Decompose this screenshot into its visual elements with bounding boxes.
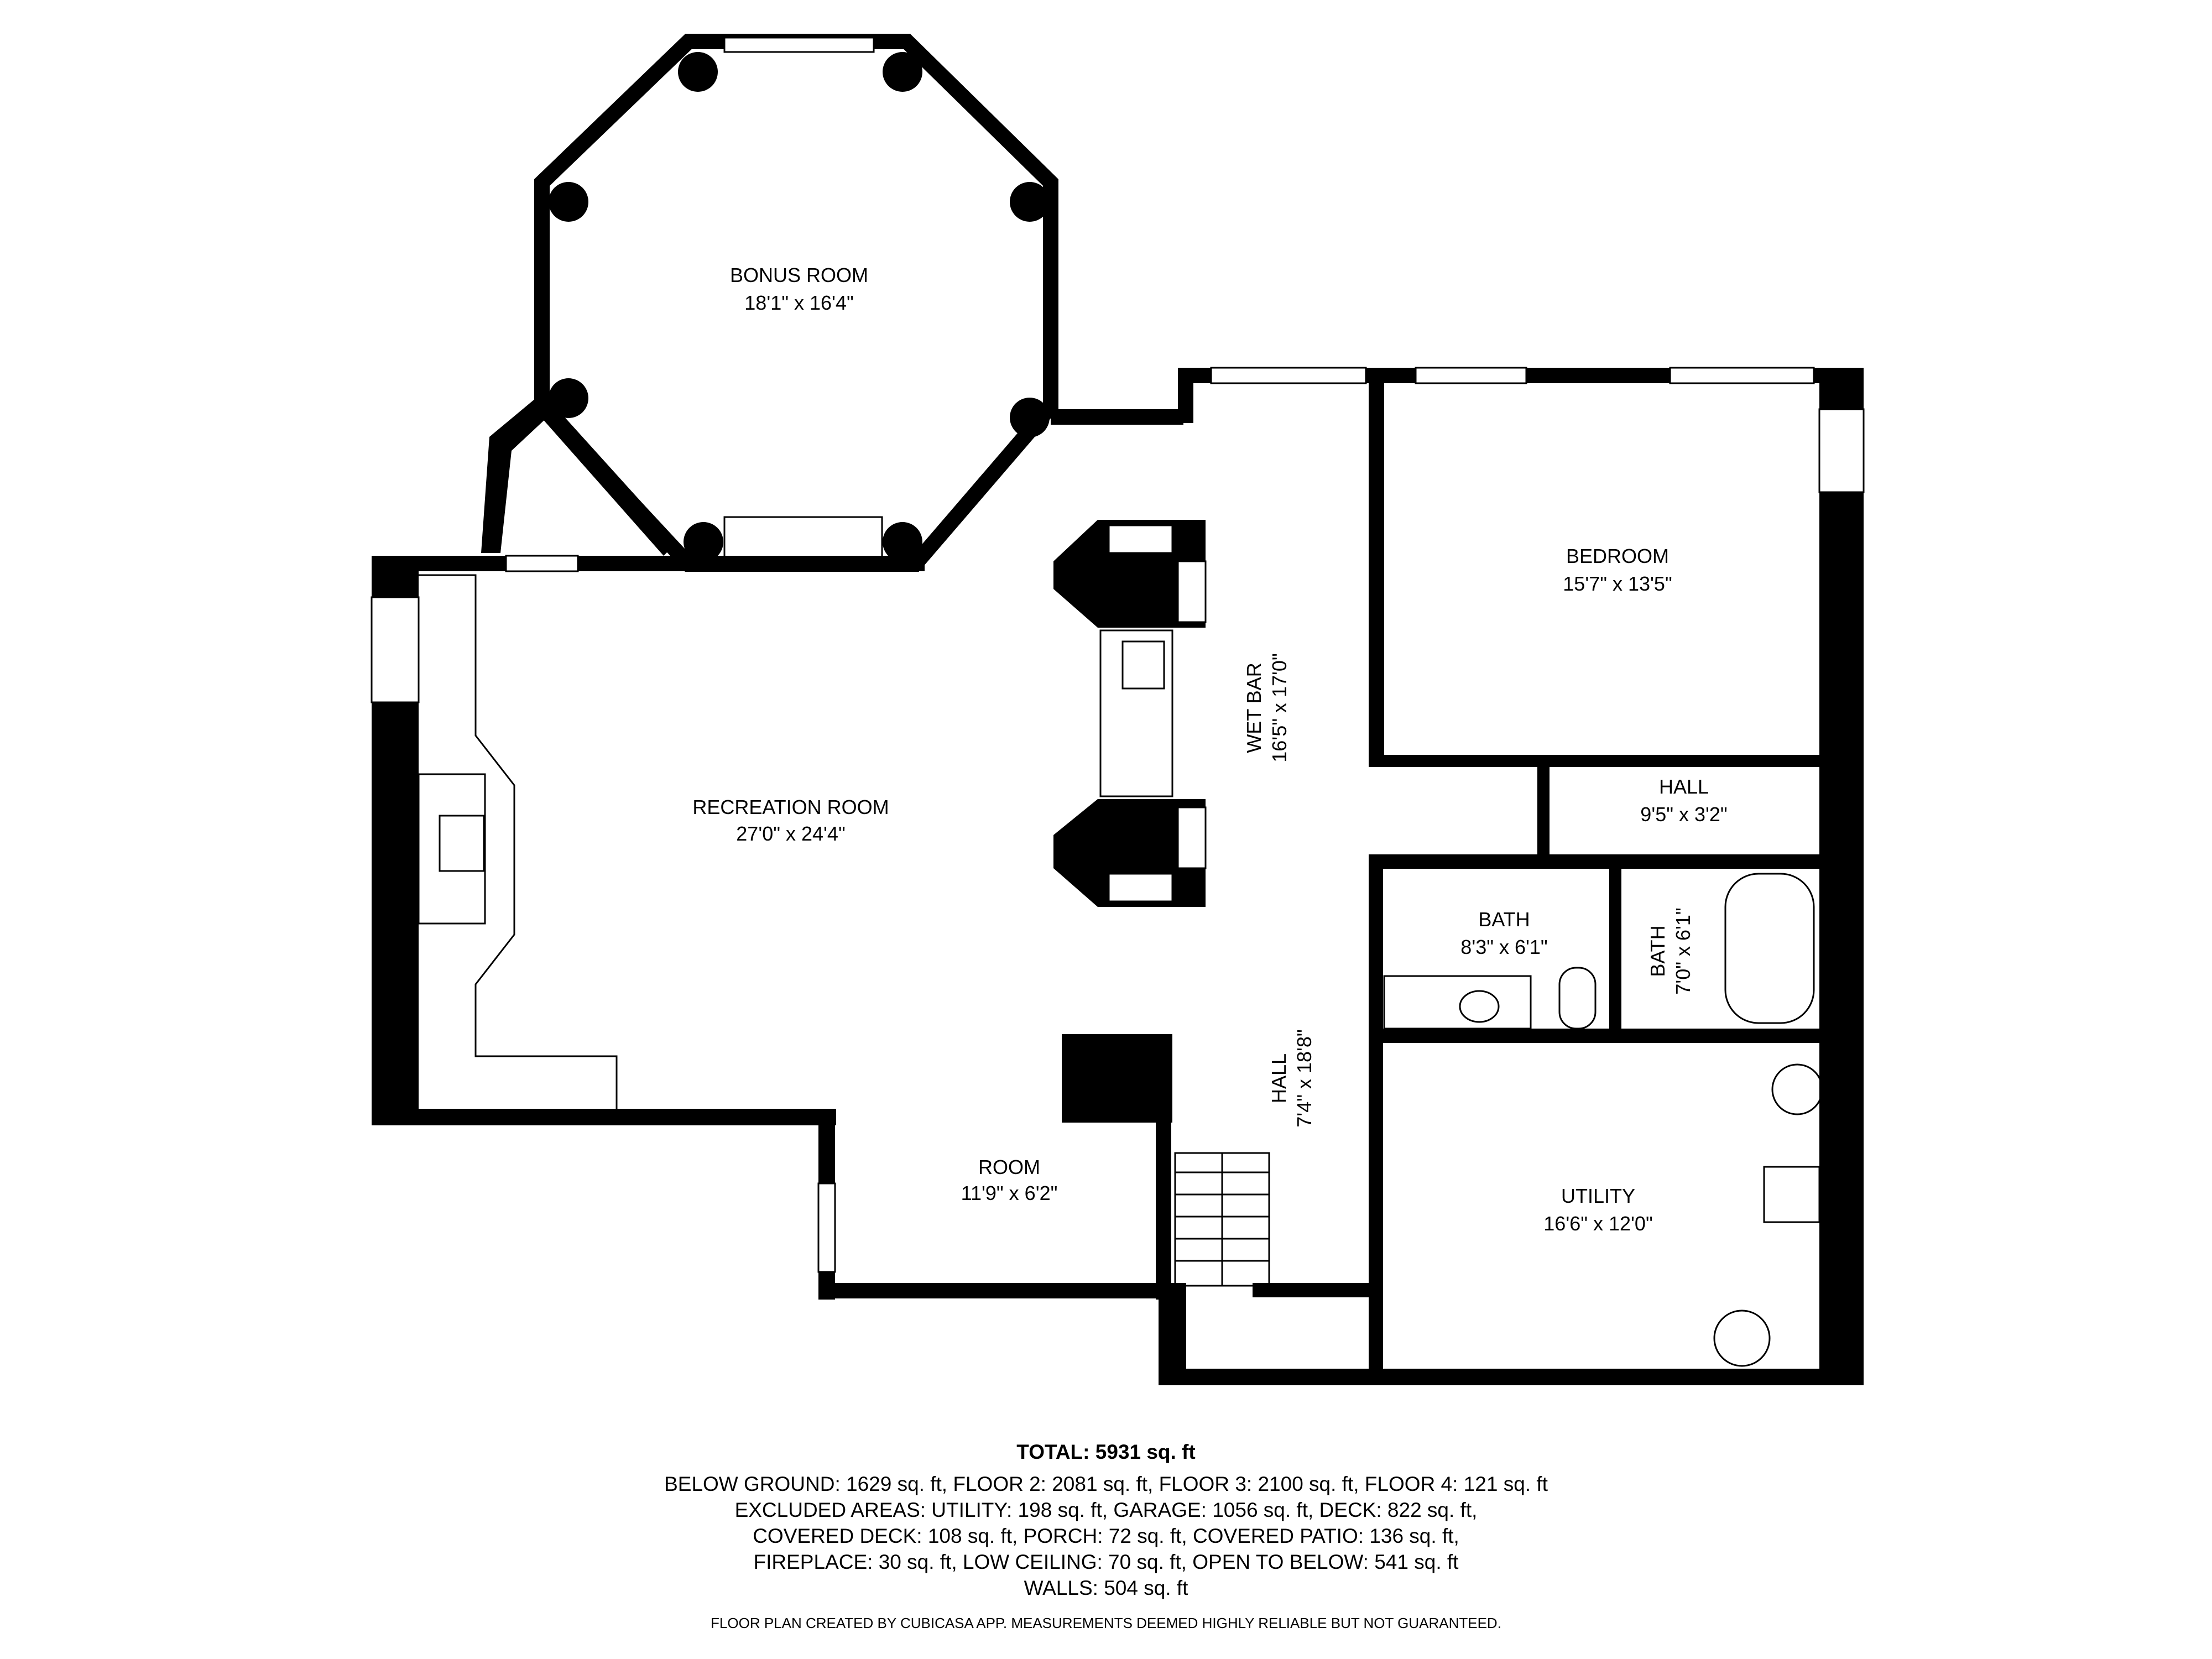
room-name: BATH [1478,908,1530,931]
bath-fixtures [1383,873,1815,1030]
room-dims: 11'9" x 6'2" [961,1182,1058,1204]
room-dims: 18'1" x 16'4" [744,291,853,314]
room-name: HALL [1267,1053,1290,1103]
room-name: UTILITY [1561,1185,1635,1207]
room-name: BATH [1646,925,1669,977]
credit-disclaimer: FLOOR PLAN CREATED BY CUBICASA APP. MEAS… [711,1615,1501,1631]
room-label-hall-long: HALL 7'4" x 18'8" [1267,1029,1316,1127]
room-dims: 16'5" x 17'0" [1268,653,1291,762]
room-dims: 7'0" x 6'1" [1672,907,1694,994]
fireplace [418,574,618,1109]
area-breakdown-line-2: EXCLUDED AREAS: UTILITY: 198 sq. ft, GAR… [734,1499,1478,1521]
room-label-bonus: BONUS ROOM 18'1" x 16'4" [730,264,868,314]
room-label-room: ROOM 11'9" x 6'2" [961,1156,1058,1204]
room-label-recreation: RECREATION ROOM 27'0" x 24'4" [692,796,889,845]
room-dims: 9'5" x 3'2" [1640,803,1727,826]
room-dims: 7'4" x 18'8" [1293,1029,1316,1127]
area-breakdown-line-4: FIREPLACE: 30 sq. ft, LOW CEILING: 70 sq… [753,1551,1459,1573]
windows [371,367,1865,1273]
room-dims: 8'3" x 6'1" [1460,936,1547,958]
room-label-bath-2: BATH 7'0" x 6'1" [1646,907,1694,994]
room-name: RECREATION ROOM [692,796,889,818]
room-label-bath-1: BATH 8'3" x 6'1" [1460,908,1547,958]
room-name: BEDROOM [1566,545,1669,567]
room-name: HALL [1659,775,1709,798]
room-label-utility: UTILITY 16'6" x 12'0" [1543,1185,1652,1235]
room-name: WET BAR [1243,662,1265,753]
room-name: BONUS ROOM [730,264,868,286]
room-name: ROOM [978,1156,1040,1178]
total-area: TOTAL: 5931 sq. ft [1016,1441,1196,1463]
area-breakdown-line-1: BELOW GROUND: 1629 sq. ft, FLOOR 2: 2081… [664,1473,1548,1495]
bonus-room-walls [481,34,1058,572]
room-dims: 15'7" x 13'5" [1563,572,1672,595]
area-breakdown-line-3: COVERED DECK: 108 sq. ft, PORCH: 72 sq. … [753,1525,1459,1547]
room-dims: 27'0" x 24'4" [736,822,845,845]
room-label-bedroom: BEDROOM 15'7" x 13'5" [1563,545,1672,595]
room-label-wetbar: WET BAR 16'5" x 17'0" [1243,653,1291,762]
room-label-hall-small: HALL 9'5" x 3'2" [1640,775,1727,826]
area-breakdown-line-5: WALLS: 504 sq. ft [1024,1577,1188,1599]
room-dims: 16'6" x 12'0" [1543,1212,1652,1235]
stairs [1174,1152,1270,1287]
utility-fixtures [1713,1063,1823,1367]
wet-bar-fixtures [1053,520,1207,907]
